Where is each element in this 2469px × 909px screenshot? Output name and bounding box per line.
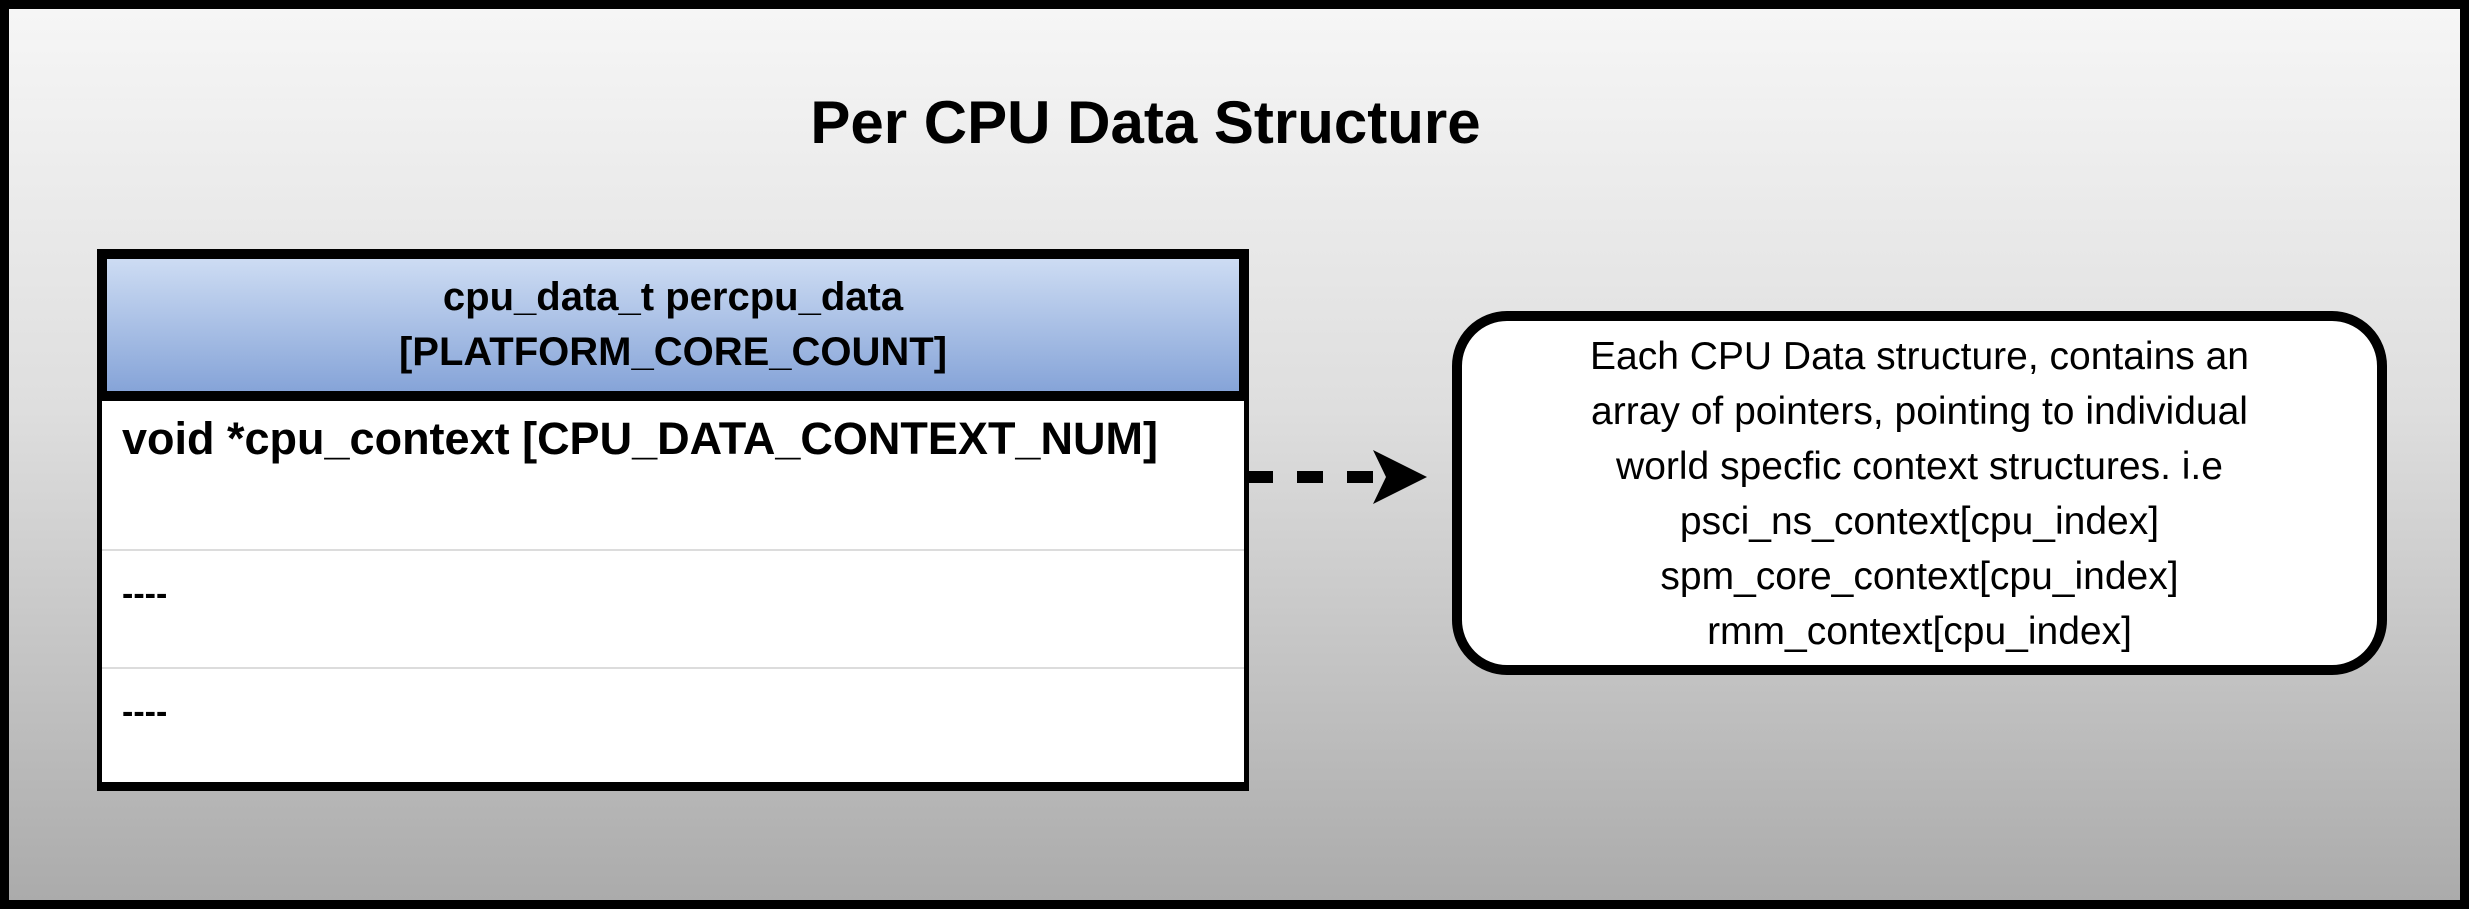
cpu-data-table-header: cpu_data_t percpu_data [PLATFORM_CORE_CO… [97, 249, 1249, 401]
table-header-line-2: [PLATFORM_CORE_COUNT] [398, 330, 948, 374]
page-title: Per CPU Data Structure [810, 89, 1481, 156]
table-row-cpu-context: void *cpu_context [CPU_DATA_CONTEXT_NUM] [102, 401, 1244, 551]
annotation-callout: Each CPU Data structure, contains an arr… [1452, 311, 2387, 675]
table-header-line-1: cpu_data_t percpu_data [442, 275, 904, 319]
dashed-arrow-head [1373, 450, 1427, 504]
callout-line-6: rmm_context[cpu_index] [1707, 610, 2132, 653]
callout-line-4: psci_ns_context[cpu_index] [1679, 500, 2160, 543]
callout-line-5: spm_core_context[cpu_index] [1660, 555, 2179, 598]
callout-line-1: Each CPU Data structure, contains an [1590, 335, 2249, 378]
table-row-placeholder-1: ---- [102, 551, 1244, 669]
callout-line-3: world specfic context structures. i.e [1616, 445, 2223, 488]
callout-line-2: array of pointers, pointing to individua… [1591, 390, 2248, 433]
table-row-placeholder-2: ---- [122, 693, 168, 731]
cpu-data-table: cpu_data_t percpu_data [PLATFORM_CORE_CO… [97, 249, 1249, 791]
cpu-data-table-body: void *cpu_context [CPU_DATA_CONTEXT_NUM]… [97, 401, 1249, 791]
dashed-arrow [1247, 450, 1427, 504]
